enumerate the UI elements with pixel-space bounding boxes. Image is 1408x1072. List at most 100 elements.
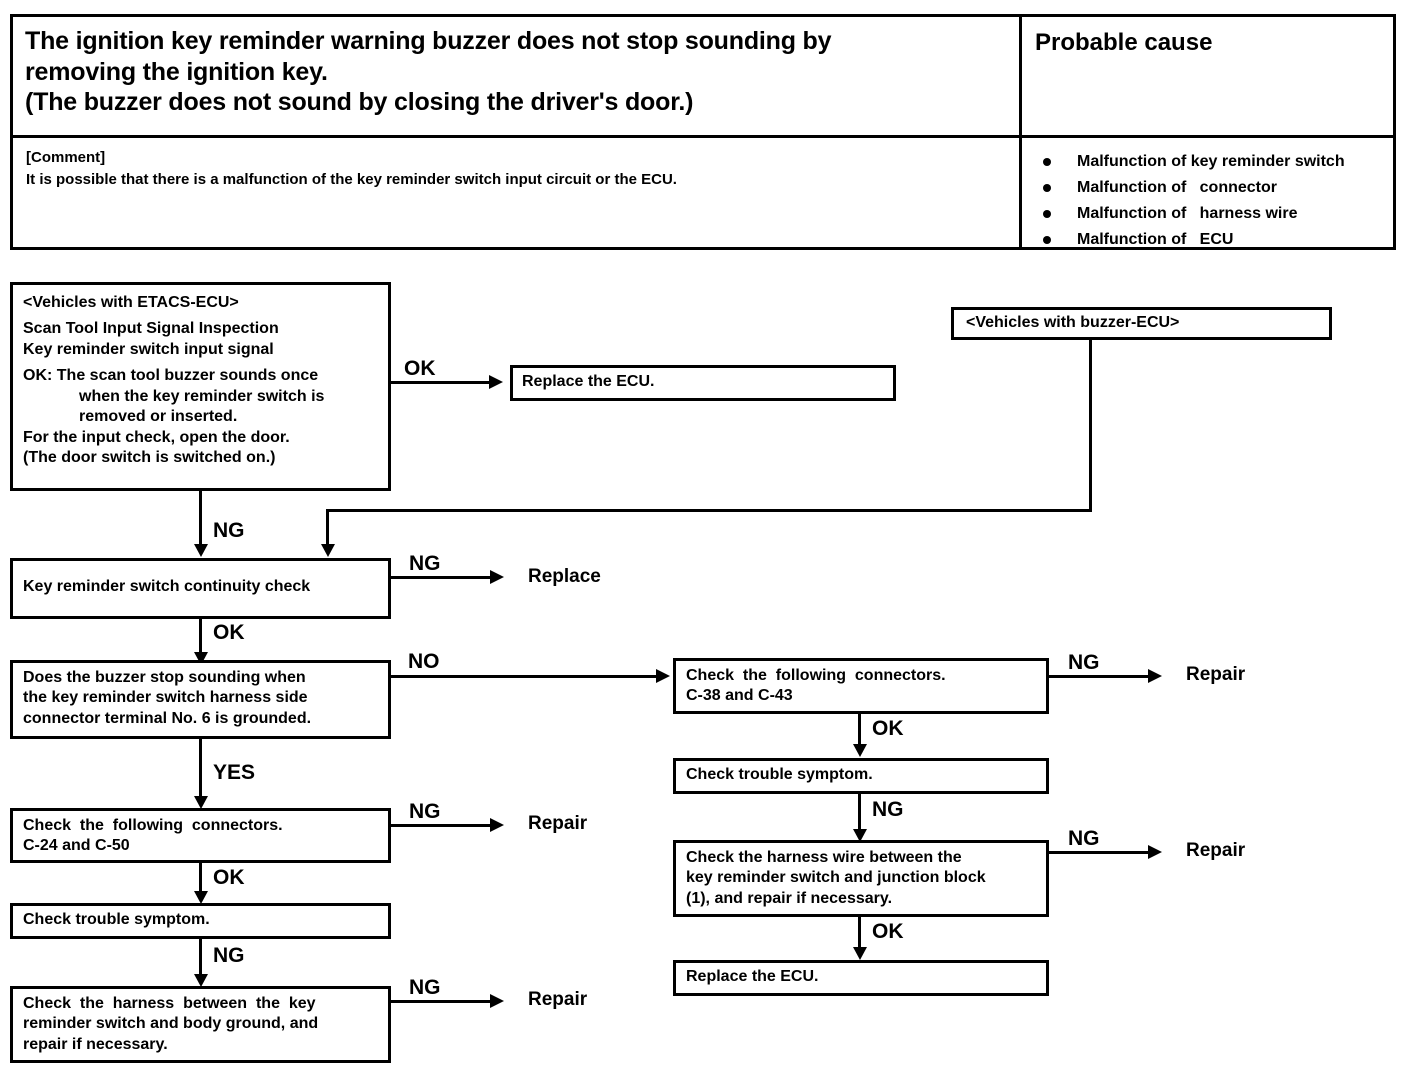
edge-buzzer-vertical-2 xyxy=(326,509,329,547)
bullet-icon xyxy=(1043,235,1051,244)
right-harness-line-1: Check the harness wire between the xyxy=(686,849,962,866)
edge-etacs-ng-arrow xyxy=(194,544,208,557)
edge-right-harness-ok-arrow xyxy=(853,947,867,960)
buzzer-question-box: Does the buzzer stop sounding when the k… xyxy=(10,660,391,739)
symptom-line-2: removing the ignition key. xyxy=(25,57,328,86)
left-harness-line-3: repair if necessary. xyxy=(23,1035,168,1053)
probable-cause-list: Malfunction of key reminder switch Malfu… xyxy=(1035,149,1345,253)
edge-right-harness-ng-arrow xyxy=(1148,845,1162,859)
edge-buzzer-vertical-1 xyxy=(1089,340,1092,512)
bullet-icon xyxy=(1043,183,1051,192)
symptom-line-3: (The buzzer does not sound by closing th… xyxy=(25,88,694,116)
replace-ecu-top-text: Replace the ECU. xyxy=(522,373,655,390)
left-harness-line-2: reminder switch and body ground, and xyxy=(23,1015,319,1033)
edge-left-harness-ng-line xyxy=(391,1000,492,1003)
cause-text: Malfunction of connector xyxy=(1077,178,1277,196)
edge-label-ng-right-connectors: NG xyxy=(1068,651,1100,674)
terminal-replace: Replace xyxy=(528,566,601,587)
edge-label-ok-right-harness: OK xyxy=(872,920,904,943)
probable-cause-title: Probable cause xyxy=(1035,29,1213,56)
etacs-line-1: <Vehicles with ETACS-ECU> xyxy=(23,294,239,311)
buzzer-question-line-2: the key reminder switch harness side xyxy=(23,689,308,707)
list-item: Malfunction of harness wire xyxy=(1035,201,1345,227)
edge-right-harness-ok-line xyxy=(858,917,861,950)
etacs-line-2: Scan Tool Input Signal Inspection xyxy=(23,320,279,338)
right-harness-line-3: (1), and repair if necessary. xyxy=(686,889,893,907)
edge-label-ok-etacs: OK xyxy=(404,357,436,380)
edge-left-symptom-ng-line xyxy=(199,939,202,977)
edge-right-symptom-ng-arrow xyxy=(853,829,867,842)
edge-right-connectors-ok-arrow xyxy=(853,744,867,757)
edge-buzzer-yes-arrow xyxy=(194,796,208,809)
right-trouble-symptom-text: Check trouble symptom. xyxy=(686,766,873,783)
edge-label-ng-right-harness: NG xyxy=(1068,827,1100,850)
edge-buzzer-no-arrow xyxy=(656,669,670,683)
edge-buzzer-arrow xyxy=(321,544,335,557)
edge-right-harness-ng-line xyxy=(1049,851,1150,854)
terminal-repair-left-harness: Repair xyxy=(528,989,588,1010)
etacs-line-8: (The door switch is switched on.) xyxy=(23,449,276,467)
terminal-repair-left-connectors: Repair xyxy=(528,813,588,834)
left-connectors-line-2: C-24 and C-50 xyxy=(23,837,130,855)
edge-label-ok-continuity: OK xyxy=(213,621,245,644)
left-harness-box: Check the harness between the key remind… xyxy=(10,986,391,1063)
edge-left-connectors-ok-arrow xyxy=(194,891,208,904)
right-connectors-line-2: C-38 and C-43 xyxy=(686,687,793,705)
edge-etacs-ok-line xyxy=(391,381,491,384)
bullet-icon xyxy=(1043,209,1051,218)
cause-text: Malfunction of ECU xyxy=(1077,230,1234,248)
edge-buzzer-yes-line xyxy=(199,739,202,799)
edge-left-harness-ng-arrow xyxy=(490,994,504,1008)
edge-continuity-ng-arrow xyxy=(490,570,504,584)
continuity-check-box: Key reminder switch continuity check xyxy=(10,558,391,619)
edge-left-symptom-ng-arrow xyxy=(194,974,208,987)
bullet-icon xyxy=(1043,157,1051,166)
etacs-line-7: For the input check, open the door. xyxy=(23,428,290,446)
edge-label-ng-left-symptom: NG xyxy=(213,944,245,967)
edge-label-ok-right-connectors: OK xyxy=(872,717,904,740)
edge-label-yes-buzzer: YES xyxy=(213,761,256,784)
edge-right-connectors-ok-line xyxy=(858,714,861,747)
buzzer-ecu-text: <Vehicles with buzzer-ECU> xyxy=(966,314,1180,331)
left-trouble-symptom-box: Check trouble symptom. xyxy=(10,903,391,939)
cause-text: Malfunction of harness wire xyxy=(1077,204,1298,222)
buzzer-ecu-box: <Vehicles with buzzer-ECU> xyxy=(951,307,1332,340)
comment-label: [Comment] xyxy=(26,149,106,166)
etacs-line-6: removed or inserted. xyxy=(79,408,238,426)
left-harness-line-1: Check the harness between the key xyxy=(23,995,316,1012)
edge-left-connectors-ok-line xyxy=(199,863,202,894)
edge-label-no-buzzer: NO xyxy=(408,650,440,673)
replace-ecu-bottom-box: Replace the ECU. xyxy=(673,960,1049,996)
replace-ecu-bottom-text: Replace the ECU. xyxy=(686,968,819,985)
left-trouble-symptom-text: Check trouble symptom. xyxy=(23,911,210,928)
right-trouble-symptom-box: Check trouble symptom. xyxy=(673,758,1049,794)
edge-etacs-ng-line xyxy=(199,491,202,547)
edge-label-ng-continuity: NG xyxy=(409,552,441,575)
edge-right-symptom-ng-line xyxy=(858,794,861,832)
continuity-check-text: Key reminder switch continuity check xyxy=(23,578,311,595)
comment-text: It is possible that there is a malfuncti… xyxy=(26,170,677,188)
terminal-repair-right-harness: Repair xyxy=(1186,840,1246,861)
table-column-divider xyxy=(1019,17,1022,247)
replace-ecu-top-box: Replace the ECU. xyxy=(510,365,896,401)
edge-label-ng-left-connectors: NG xyxy=(409,800,441,823)
etacs-line-3: Key reminder switch input signal xyxy=(23,340,274,358)
edge-buzzer-no-line xyxy=(391,675,657,678)
edge-buzzer-horizontal xyxy=(326,509,1092,512)
buzzer-question-line-1: Does the buzzer stop sounding when xyxy=(23,669,306,686)
list-item: Malfunction of connector xyxy=(1035,175,1345,201)
edge-continuity-ng-line xyxy=(391,576,492,579)
symptom-title: The ignition key reminder warning buzzer… xyxy=(25,26,1010,118)
edge-label-ng-left-harness: NG xyxy=(409,976,441,999)
cause-text: Malfunction of key reminder switch xyxy=(1077,153,1345,170)
symptom-line-1: The ignition key reminder warning buzzer… xyxy=(25,27,832,55)
left-connectors-box: Check the following connectors. C-24 and… xyxy=(10,808,391,863)
edge-label-ng-etacs: NG xyxy=(213,519,245,542)
edge-label-ng-right-symptom: NG xyxy=(872,798,904,821)
etacs-line-5: when the key reminder switch is xyxy=(79,387,325,405)
right-connectors-line-1: Check the following connectors. xyxy=(686,667,946,684)
terminal-repair-right-connectors: Repair xyxy=(1186,664,1246,685)
edge-right-connectors-ng-arrow xyxy=(1148,669,1162,683)
edge-label-ok-left-connectors: OK xyxy=(213,866,245,889)
